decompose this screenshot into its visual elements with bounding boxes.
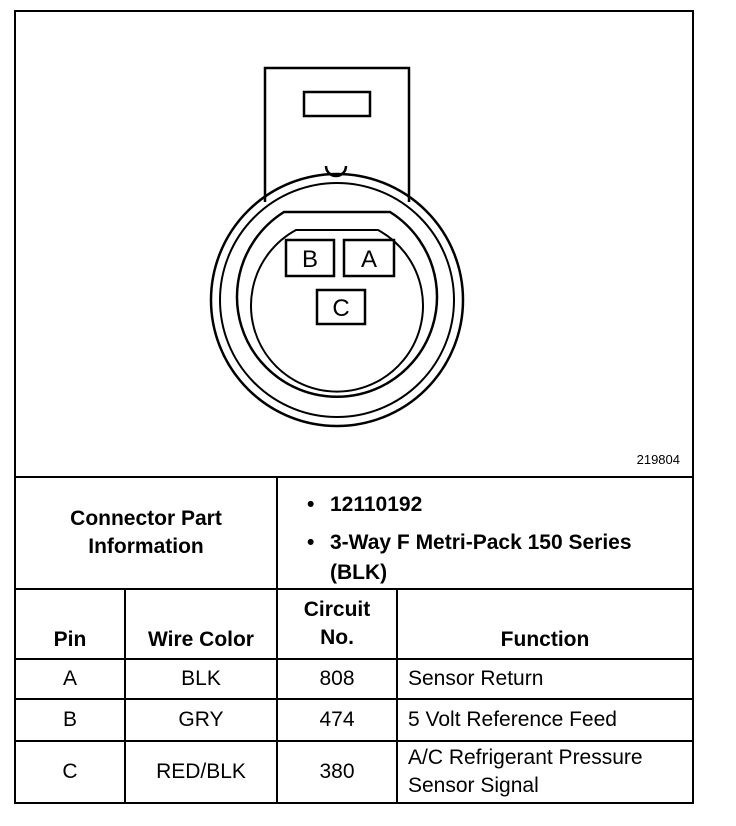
cavity-box-b — [284, 238, 336, 278]
header-pin: Pin — [53, 628, 87, 651]
divider-part-info — [16, 588, 692, 590]
row-b-function: 5 Volt Reference Feed — [408, 708, 617, 731]
part-info-item: • 12110192 — [280, 490, 690, 520]
divider-diagram — [16, 476, 692, 478]
row-b-pin: B — [62, 708, 77, 731]
lock-tab — [263, 66, 411, 202]
header-circuit-no: Circuit No. — [303, 598, 371, 649]
lock-tab-notch — [324, 165, 348, 178]
divider-row-a — [16, 698, 692, 700]
divider-header — [16, 658, 692, 660]
bullet-icon: • — [307, 531, 315, 554]
cavity-box-c — [315, 288, 367, 326]
connector-outer-ring — [209, 172, 465, 428]
part-info-label: Connector Part Information — [70, 507, 222, 558]
part-description: 3-Way F Metri-Pack 150 Series (BLK) — [330, 531, 632, 584]
cavity-label-c: C — [332, 295, 349, 322]
connector-diagram: B A C — [16, 12, 692, 478]
row-c-circuit: 380 — [319, 760, 355, 783]
divider-col-pin — [124, 588, 126, 804]
figure-id: 219804 — [636, 452, 680, 467]
divider-col-circuit — [396, 588, 398, 804]
row-a-function: Sensor Return — [408, 667, 544, 690]
row-b-wire-color: GRY — [178, 708, 224, 731]
part-number: 12110192 — [330, 493, 423, 516]
divider-part-info-col — [276, 476, 278, 590]
divider-row-b — [16, 740, 692, 742]
row-a-wire-color: BLK — [181, 667, 221, 690]
connector-insert-inner — [250, 229, 424, 393]
connector-info-frame: B A C 219804 Connector Part Information … — [14, 10, 694, 804]
connector-face-drawing: B A C — [209, 66, 465, 428]
connector-mid-ring — [219, 182, 455, 418]
header-wire-color: Wire Color — [148, 628, 254, 651]
header-function: Function — [500, 628, 590, 651]
part-info-item: • 3-Way F Metri-Pack 150 Series (BLK) — [280, 528, 690, 588]
cavity-label-a: A — [361, 246, 377, 273]
row-c-wire-color: RED/BLK — [156, 760, 246, 783]
row-a-pin: A — [62, 667, 77, 690]
cavity-box-a — [342, 238, 396, 278]
cavity-label-b: B — [302, 246, 318, 273]
part-info-list: • 12110192 • 3-Way F Metri-Pack 150 Seri… — [280, 490, 690, 588]
row-c-pin: C — [62, 760, 78, 783]
row-a-circuit: 808 — [319, 667, 355, 690]
row-c-function: A/C Refrigerant Pressure Sensor Signal — [408, 746, 643, 797]
bullet-icon: • — [307, 493, 315, 516]
lock-tab-window — [302, 90, 372, 118]
divider-col-wire — [276, 588, 278, 804]
connector-insert-outline — [235, 210, 439, 399]
row-b-circuit: 474 — [319, 708, 355, 731]
